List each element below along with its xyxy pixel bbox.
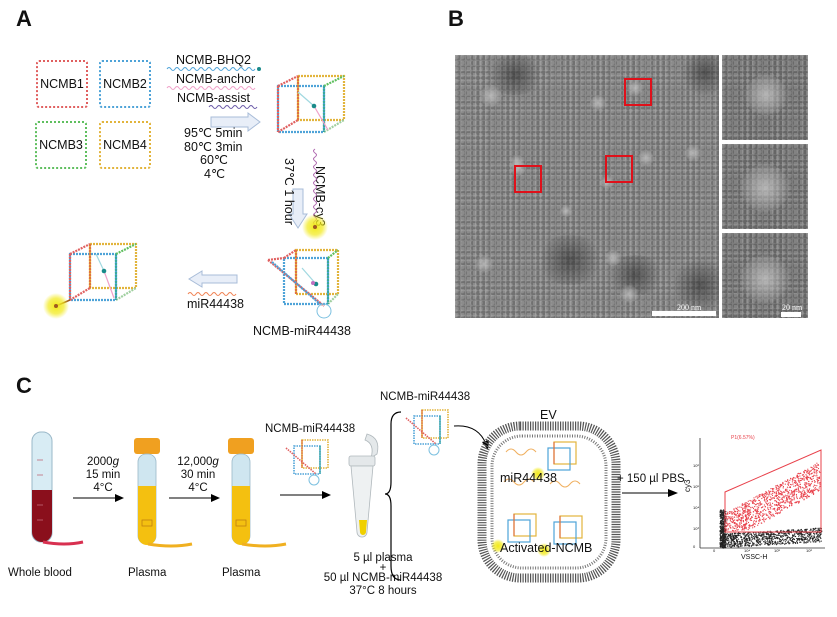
flow-cytometry-plot xyxy=(699,438,825,549)
x-tick-2: 10⁵ xyxy=(774,548,781,553)
probe-nanocube-2 xyxy=(405,409,449,456)
monomer-ncmb4: NCMB4 xyxy=(99,121,151,169)
monomer-ncmb1: NCMB1 xyxy=(36,60,88,108)
scale-label-main: 200 nm xyxy=(677,303,702,312)
tem-micrograph-main: 200 nm xyxy=(455,55,719,318)
spin1-time: 15 min xyxy=(85,469,121,481)
incubation-label: 37℃ 1 hour xyxy=(282,158,296,225)
cy3-dot xyxy=(313,225,317,229)
mix-plus: + xyxy=(379,562,387,574)
probe-label-2: NCMB-miR44438 xyxy=(380,391,471,403)
y-axis-label: cy3 xyxy=(683,479,692,492)
monomer-ncmb2: NCMB2 xyxy=(99,60,151,108)
probe-nanocube-1 xyxy=(285,439,329,486)
y-tick-4: 10⁶ xyxy=(693,463,700,468)
spin2-temp: 4°C xyxy=(188,482,208,494)
whole-blood-tube xyxy=(31,431,84,546)
extracellular-vesicle xyxy=(477,421,621,583)
ev-mirna-label: miR44438 xyxy=(500,471,557,485)
spin1-speed-value: 2000 xyxy=(87,456,113,468)
panel-a-letter: A xyxy=(16,6,32,31)
strand-bhq2 xyxy=(166,67,261,71)
x-axis-label: VSSC-H xyxy=(741,554,768,561)
target-strand xyxy=(187,292,237,296)
ev-activated-label: Activated-NCMB xyxy=(500,541,593,555)
strand-assist-label: NCMB-assist xyxy=(177,91,250,105)
mix-line-1: 5 µl plasma xyxy=(353,552,413,564)
nanocube-assembled xyxy=(276,74,346,134)
monomer-label: NCMB1 xyxy=(40,77,84,91)
spin2-unit: g xyxy=(212,456,219,468)
anneal-step-1: 95℃ 5min xyxy=(184,126,243,140)
strand-assist xyxy=(208,105,258,109)
activated-nanocube-1 xyxy=(531,441,577,481)
tube-label-plasma-1: Plasma xyxy=(128,567,167,579)
gate-label: P1(6.57%) xyxy=(731,435,755,441)
gate-p1 xyxy=(724,449,822,533)
cy3-binding-arrow xyxy=(288,188,308,229)
monomer-label: NCMB4 xyxy=(103,138,147,152)
complex-label: NCMB-miR44438 xyxy=(253,324,351,338)
mix-arrow xyxy=(280,491,331,499)
anneal-step-4: 4℃ xyxy=(204,167,225,181)
activated-nanocube-2 xyxy=(491,513,537,553)
panel-b-letter: B xyxy=(448,6,464,31)
anneal-step-3: 60℃ xyxy=(200,153,228,167)
probe-label-1: NCMB-miR44438 xyxy=(265,423,356,435)
quencher-dot xyxy=(257,67,261,71)
anneal-step-2: 80℃ 3min xyxy=(184,140,243,154)
highlight-box-3 xyxy=(514,165,542,193)
strand-anchor xyxy=(166,86,256,90)
x-tick-0: 0 xyxy=(713,548,716,553)
pbs-label: + 150 µl PBS xyxy=(617,473,685,485)
monomer-label: NCMB3 xyxy=(39,138,83,152)
y-tick-3: 10⁵ xyxy=(693,484,700,489)
nanocube-ncmb-mir44438 xyxy=(267,248,340,319)
mix-line-3: 37°C 8 hours xyxy=(349,585,417,597)
highlight-box-2 xyxy=(605,155,633,183)
scale-label-inset: 20 nm xyxy=(782,303,803,312)
quencher-dot xyxy=(311,103,317,109)
spin1-temp: 4°C xyxy=(93,482,113,494)
monomer-label: NCMB2 xyxy=(103,77,147,91)
curly-brace xyxy=(384,411,402,581)
spin1-speed: 2000g xyxy=(78,456,128,468)
activated-nanocube-3 xyxy=(537,515,583,557)
y-tick-0: 0 xyxy=(693,544,696,549)
strand-bhq2-label: NCMB-BHQ2 xyxy=(176,53,252,67)
target-label: miR44438 xyxy=(187,297,244,311)
cy3-strand xyxy=(302,148,328,240)
plasma-tube-2 xyxy=(228,438,287,548)
spin1-unit: g xyxy=(112,456,119,468)
spin2-speed-value: 12,000 xyxy=(177,456,213,468)
ev-label: EV xyxy=(540,408,557,422)
y-tick-2: 10⁴ xyxy=(693,505,700,510)
strand-anchor-label: NCMB-anchor xyxy=(176,72,256,86)
assembly-arrow xyxy=(210,112,261,132)
microcentrifuge-tube xyxy=(348,433,379,538)
highlight-box-1 xyxy=(624,78,652,106)
pbs-arrow xyxy=(622,489,678,497)
y-tick-1: 10³ xyxy=(693,526,699,531)
plasma-tube-1 xyxy=(134,438,193,548)
tube-label-plasma-2: Plasma xyxy=(222,567,261,579)
scale-bar-main xyxy=(652,311,716,316)
x-tick-3: 10⁶ xyxy=(806,548,813,553)
spin2-speed: 12,000g xyxy=(170,456,226,468)
release-arrow xyxy=(188,270,238,288)
tem-inset-1 xyxy=(722,55,808,140)
nanocube-activated xyxy=(43,242,138,319)
tem-inset-3: 20 nm xyxy=(722,233,808,318)
spin2-arrow xyxy=(169,494,220,502)
spin2-time: 30 min xyxy=(180,469,216,481)
tem-inset-2 xyxy=(722,144,808,229)
mix-line-2: 50 µl NCMB-miR44438 xyxy=(323,572,443,584)
monomer-ncmb3: NCMB3 xyxy=(35,121,87,169)
tube-label-whole-blood: Whole blood xyxy=(8,567,72,579)
x-tick-1: 10⁴ xyxy=(744,548,751,553)
scale-bar-inset xyxy=(781,312,801,317)
spin1-arrow xyxy=(73,494,124,502)
panel-c-letter: C xyxy=(16,373,32,398)
